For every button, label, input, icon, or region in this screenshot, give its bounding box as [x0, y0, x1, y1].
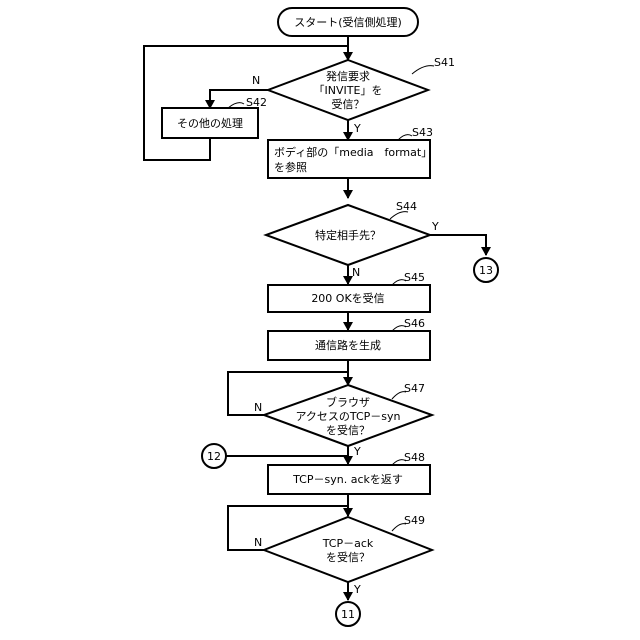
decision-s49: TCP－ack を受信？ S49 Y N: [254, 514, 432, 596]
connector-13-label: 13: [479, 264, 493, 277]
s41-line-2: 「INVITE」を: [314, 84, 383, 97]
s44-label: 特定相手先？: [315, 228, 381, 242]
connector-13: 13: [474, 258, 498, 282]
connector-12: 12: [202, 444, 226, 468]
arrow-head-c11: [343, 592, 353, 601]
s44-step-id: S44: [396, 200, 417, 213]
arrow-head-s44: [343, 190, 353, 199]
s45-step-id: S45: [404, 271, 425, 284]
arrow-head-s46: [343, 322, 353, 331]
connector-12-label: 12: [207, 450, 221, 463]
s47-line-2: アクセスのTCP－syn: [295, 410, 400, 423]
s46-label: 通信路を生成: [315, 338, 381, 352]
arrow-head-s49: [343, 508, 353, 517]
s42-step-id: S42: [246, 96, 267, 109]
s43-line-2: を参照: [274, 160, 307, 174]
start-label: スタート(受信側処理): [294, 16, 402, 29]
s48-label: TCP－syn. ackを返す: [292, 473, 403, 486]
process-s42: その他の処理 S42: [162, 96, 267, 138]
s41-yes-label: Y: [353, 122, 361, 135]
connector-11-label: 11: [341, 608, 355, 621]
s49-no-label: N: [254, 536, 262, 549]
s44-yes-label: Y: [431, 220, 439, 233]
s44-no-label: N: [352, 266, 360, 279]
s43-step-id: S43: [412, 126, 433, 139]
s47-line-1: ブラウザ: [326, 395, 370, 409]
s48-step-id: S48: [404, 451, 425, 464]
s47-line-3: を受信？: [326, 424, 370, 437]
decision-s41: 発信要求 「INVITE」を 受信？ S41 Y N: [252, 56, 455, 135]
s47-no-label: N: [254, 401, 262, 414]
s43-line-1: ボディ部の「media format」: [274, 145, 432, 159]
arrow-head-s48: [343, 456, 353, 465]
s49-line-1: TCP－ack: [322, 537, 374, 550]
s46-step-id: S46: [404, 317, 425, 330]
s41-step-id: S41: [434, 56, 455, 69]
s42-label: その他の処理: [177, 117, 243, 130]
decision-s44: 特定相手先？ S44 Y N: [266, 200, 439, 279]
s41-line-1: 発信要求: [326, 69, 370, 83]
connector-11: 11: [336, 602, 360, 626]
s49-step-id: S49: [404, 514, 425, 527]
decision-s47: ブラウザ アクセスのTCP－syn を受信？ S47 Y N: [254, 382, 432, 458]
s41-line-3: 受信？: [332, 98, 365, 111]
s47-step-id: S47: [404, 382, 425, 395]
s45-label: 200 OKを受信: [311, 292, 384, 305]
arrow-head-c13: [481, 247, 491, 256]
start-terminal: スタート(受信側処理): [278, 8, 418, 36]
s49-yes-label: Y: [353, 583, 361, 596]
s41-no-label: N: [252, 74, 260, 87]
s49-line-2: を受信？: [326, 551, 370, 564]
s47-yes-label: Y: [353, 445, 361, 458]
